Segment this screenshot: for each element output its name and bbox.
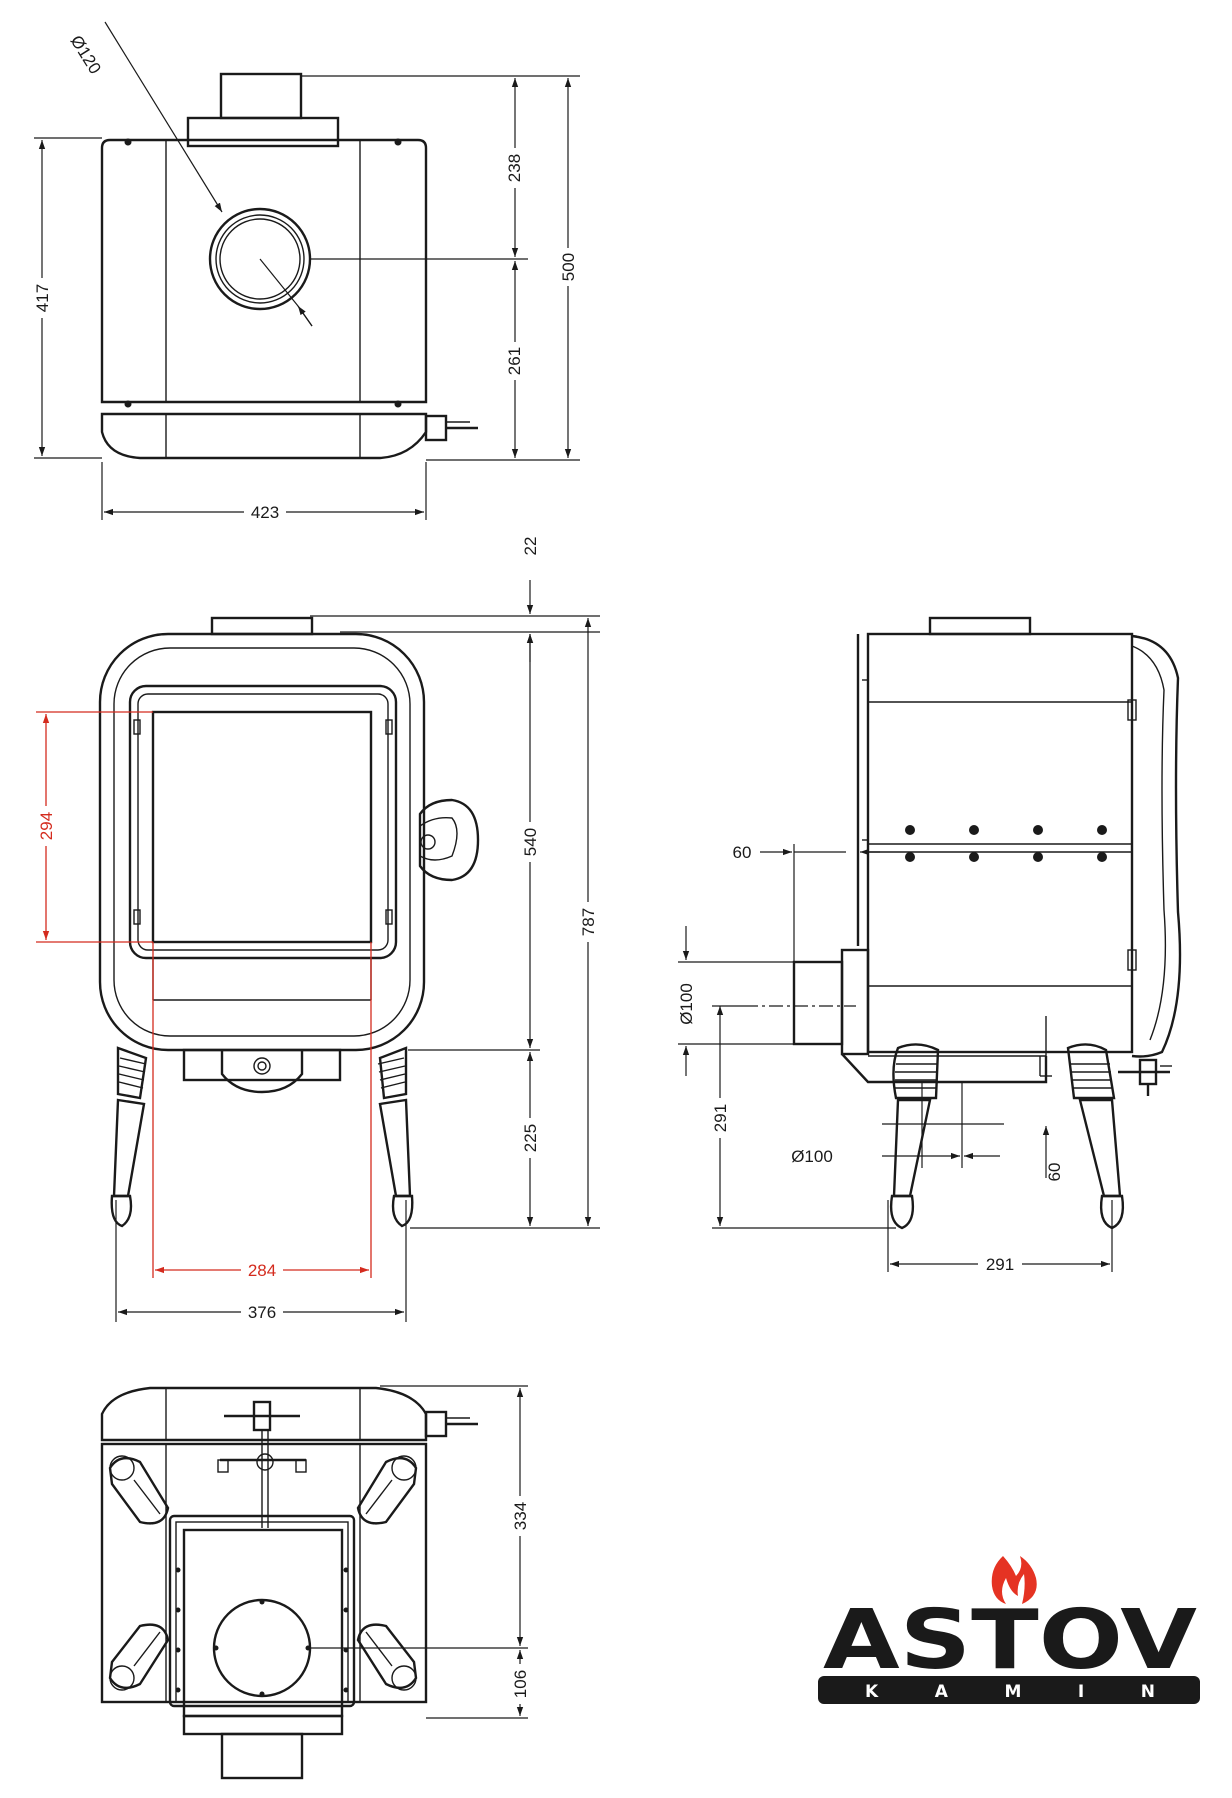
bottom-leg-tl — [108, 1455, 170, 1525]
bottom-leg-tr — [356, 1455, 418, 1525]
bottom-leg-br — [356, 1623, 418, 1691]
dim-front-body: 540 — [521, 828, 540, 856]
top-view: Ø120 238 261 500 417 423 — [33, 21, 580, 522]
dim-side-air-offset: 60 — [1045, 1163, 1064, 1182]
side-left-leg — [889, 1043, 940, 1230]
side-view: Ø100 291 60 Ø100 60 291 — [677, 616, 1182, 1274]
dim-top-diameter: Ø120 — [67, 32, 105, 77]
dim-front-leg-span: 376 — [248, 1303, 276, 1322]
dim-front-legs: 225 — [521, 1124, 540, 1152]
dim-bottom-air-offset: 106 — [511, 1670, 530, 1698]
dim-top-total: 500 — [559, 253, 578, 281]
logo-brand-text: ASTOV — [823, 1593, 1198, 1688]
dim-top-lower: 261 — [505, 347, 524, 375]
dim-bottom-depth: 334 — [511, 1502, 530, 1530]
front-right-leg — [377, 1046, 414, 1228]
dim-top-width: 423 — [251, 503, 279, 522]
side-right-leg — [1066, 1043, 1125, 1230]
dim-side-flue-offset: 60 — [733, 843, 752, 862]
logo-subtitle-bar — [818, 1676, 1200, 1704]
bottom-leg-bl — [108, 1623, 170, 1691]
dim-top-upper: 238 — [505, 154, 524, 182]
dim-side-flue-height: 291 — [711, 1104, 730, 1132]
dim-front-top-offset: 22 — [521, 537, 540, 556]
dim-side-flue-diameter: Ø100 — [677, 983, 696, 1025]
bottom-view: 334 106 — [100, 1385, 530, 1780]
front-view: 22 540 225 787 294 284 376 — [36, 537, 600, 1322]
dim-top-depth: 417 — [33, 284, 52, 312]
dim-side-leg-span: 291 — [986, 1255, 1014, 1274]
flame-icon — [991, 1556, 1037, 1604]
front-left-leg — [110, 1046, 148, 1228]
astov-logo: ASTOV KAMIN — [818, 1556, 1200, 1704]
dim-front-glass-width: 284 — [248, 1261, 276, 1280]
dim-side-air-diameter: Ø100 — [791, 1147, 833, 1166]
logo-subtitle-text: KAMIN — [865, 1682, 1155, 1702]
dim-front-total: 787 — [579, 908, 598, 936]
dim-front-glass-height: 294 — [37, 812, 56, 840]
